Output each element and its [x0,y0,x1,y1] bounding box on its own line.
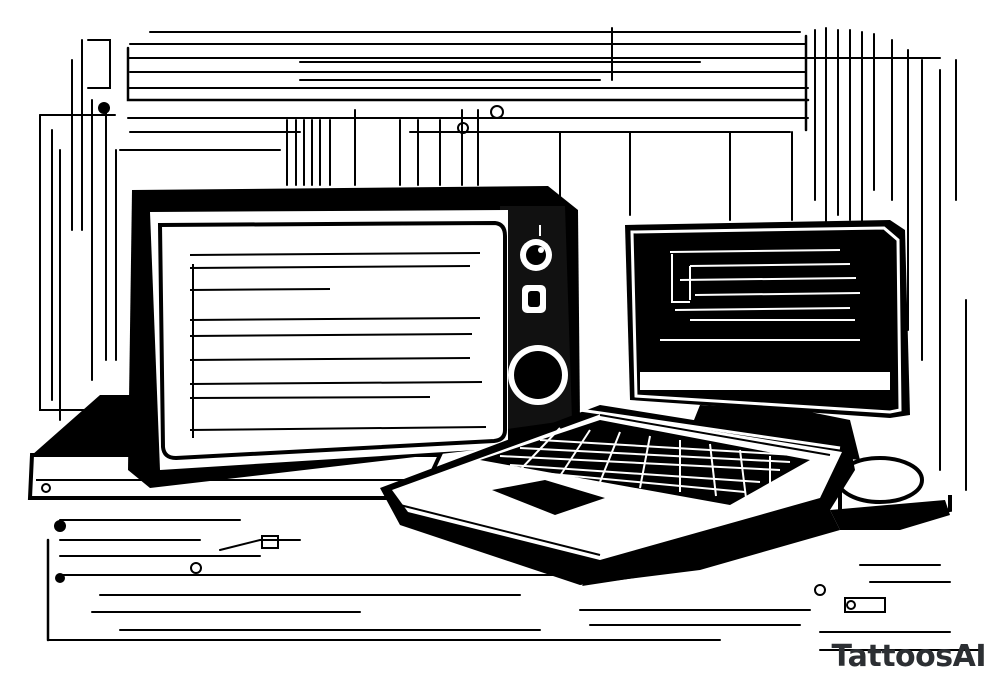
retro-crt-monitor-icon [128,186,580,488]
laptop-keyboard-icon [380,405,950,586]
tattoos-ai-watermark: TattoosAI [831,639,987,674]
